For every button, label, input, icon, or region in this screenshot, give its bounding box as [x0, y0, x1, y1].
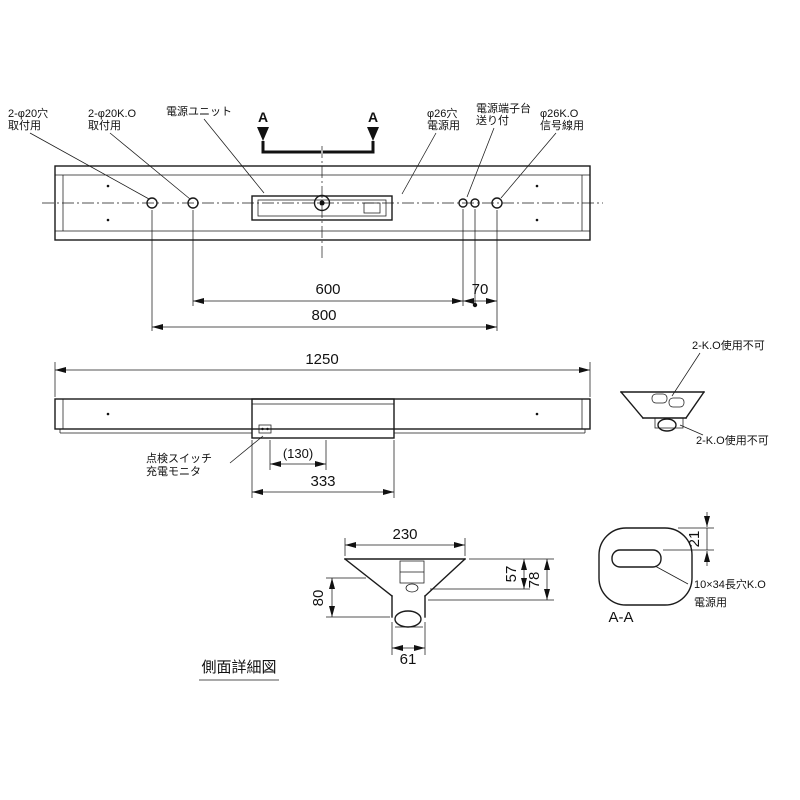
switch-label-2: 充電モニタ [146, 464, 201, 478]
dim-230: 230 [392, 526, 417, 543]
switch-label-1: 点検スイッチ [146, 451, 212, 465]
section-foot [394, 610, 422, 628]
mount-ko-hole-phi20 [187, 197, 199, 209]
power-unit [251, 194, 393, 221]
section-label-a-right: A [368, 109, 378, 125]
center-screw [313, 194, 331, 212]
section-label-a-left: A [258, 109, 268, 125]
end-view: 2-K.O使用不可 2-K.O使用不可 [620, 339, 769, 447]
section-arrow-left-icon [257, 127, 269, 141]
mount-hole-label-2: 取付用 [8, 119, 41, 132]
terminal-label-2: 送り付 [476, 113, 509, 127]
mount-ko-label-1: 2-φ20K.O [88, 108, 137, 120]
center-cover [251, 398, 395, 439]
dim-70: 70 [472, 281, 489, 298]
end-foot [657, 418, 677, 432]
signal-ko-label-2: 信号線用 [540, 118, 584, 132]
ko-slot-mid [668, 397, 685, 408]
front-view: A A 2-φ20穴 取付用 2-φ20K.O 取付用 電源ユニット φ26穴 … [8, 101, 603, 331]
slot-hole-label-1: 10×34長穴K.O [694, 577, 766, 591]
dim-21: 21 [686, 531, 703, 548]
inspection-switch [258, 424, 272, 434]
dim-80: 80 [310, 590, 327, 607]
ko-unusable-label-top: 2-K.O使用不可 [692, 339, 765, 352]
dim-333: 333 [310, 473, 335, 490]
lamp-holder-detail [399, 560, 425, 593]
dim-800: 800 [311, 307, 336, 324]
power-unit-label: 電源ユニット [166, 104, 232, 118]
dim-61: 61 [400, 651, 417, 668]
signal-ko-hole-phi26 [491, 197, 503, 209]
mount-ko-label-2: 取付用 [88, 119, 121, 132]
side-detail-view: 230 80 57 78 61 側面詳細図 [199, 526, 554, 681]
aa-section-view: 21 10×34長穴K.O 電源用 A-A [598, 512, 766, 626]
terminal-hole [470, 198, 480, 208]
section-cut-marks: A A [257, 109, 379, 154]
dim-1250: 1250 [305, 351, 338, 368]
terminal-label-1: 電源端子台 [476, 101, 531, 115]
aa-outline [598, 527, 693, 606]
slot-hole-10x34 [611, 549, 662, 568]
ko-slot-top [651, 393, 668, 404]
front-leaders [29, 118, 557, 200]
plan-body [54, 398, 591, 430]
mount-hole-label-1: 2-φ20穴 [8, 106, 48, 120]
side-detail-caption: 側面詳細図 [201, 659, 276, 676]
aa-caption: A-A [608, 609, 633, 626]
power-hole-phi26 [458, 198, 468, 208]
power-hole-label-2: 電源用 [427, 118, 460, 132]
power-hole-label-1: φ26穴 [427, 106, 457, 120]
plan-view: 1250 点検スイッチ 充電モニタ (130) 333 [54, 351, 591, 498]
dim-78: 78 [526, 572, 543, 589]
signal-ko-label-1: φ26K.O [540, 108, 579, 120]
section-arrow-right-icon [367, 127, 379, 141]
ko-unusable-label-bottom: 2-K.O使用不可 [696, 434, 769, 447]
dim-130: (130) [283, 446, 313, 461]
dim-600: 600 [315, 281, 340, 298]
mount-hole-phi20 [146, 197, 158, 209]
front-dimensions: 600 70 800 [151, 209, 498, 331]
dim-57: 57 [503, 566, 520, 583]
slot-hole-label-2: 電源用 [694, 595, 727, 609]
